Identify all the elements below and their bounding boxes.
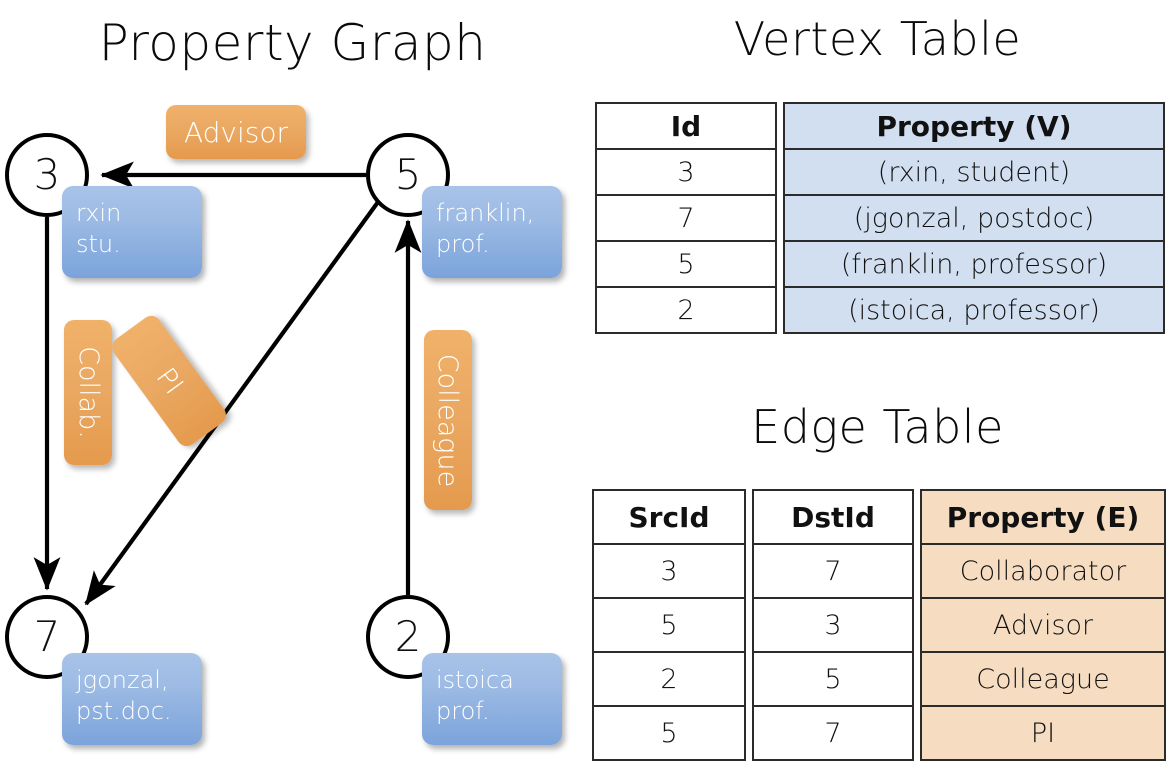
edge-table-cell-srcid: 5: [592, 705, 746, 761]
vertex-property-box-istoica: istoica prof.: [422, 653, 562, 745]
table-row: Colleague: [920, 651, 1166, 707]
table-row: (istoica, professor): [783, 286, 1165, 334]
table-row: 3: [752, 597, 914, 653]
graph-vertex-5-label: 5: [394, 150, 422, 199]
table-row: PI: [920, 705, 1166, 761]
table-row: 2: [595, 286, 777, 334]
table-row: 3: [595, 148, 777, 196]
graph-vertex-7-label: 7: [33, 612, 61, 661]
edge-table-cell-property: Collaborator: [920, 543, 1166, 599]
table-header-row: Property (E): [920, 489, 1166, 545]
table-row: 7: [752, 705, 914, 761]
table-header-row: DstId: [752, 489, 914, 545]
page-title-edge-table: Edge Table: [751, 400, 1004, 454]
table-header-row: SrcId: [592, 489, 746, 545]
vertex-table-id-column: Id 3 7 5 2: [595, 102, 777, 334]
edge-table-cell-property: PI: [920, 705, 1166, 761]
vertex-table-cell-property: (rxin, student): [783, 148, 1165, 196]
vertex-table-cell-id: 2: [595, 286, 777, 334]
table-row: (jgonzal, postdoc): [783, 194, 1165, 242]
table-row: 3: [592, 543, 746, 599]
edge-table-cell-dstid: 3: [752, 597, 914, 653]
table-row: Collaborator: [920, 543, 1166, 599]
vertex-table-cell-id: 5: [595, 240, 777, 288]
vertex-table-cell-property: (franklin, professor): [783, 240, 1165, 288]
edge-label-text-colleague: Colleague: [432, 353, 464, 487]
graph-edge-lines: [33, 161, 422, 606]
edge-table-cell-property: Colleague: [920, 651, 1166, 707]
table-row: 7: [752, 543, 914, 599]
vertex-table-header-property: Property (V): [783, 102, 1165, 150]
property-graph-diagram: 3 5 7 2 rxin stu. franklin, prof. jgonza…: [0, 0, 585, 760]
table-row: 5: [752, 651, 914, 707]
edge-table-cell-srcid: 2: [592, 651, 746, 707]
table-row: (rxin, student): [783, 148, 1165, 196]
edge-table-cell-dstid: 7: [752, 543, 914, 599]
vertex-property-box-rxin: rxin stu.: [62, 186, 202, 278]
table-row: 2: [592, 651, 746, 707]
edge-label-text-collab: Collab.: [72, 346, 104, 439]
edge-table-dstid-column: DstId 7 3 5 7: [752, 489, 914, 761]
edge-label-box-collab: Collab.: [64, 320, 112, 465]
edge-label-box-advisor: Advisor: [166, 105, 306, 159]
edge-table-header-property: Property (E): [920, 489, 1166, 545]
vertex-property-box-jgonzal: jgonzal, pst.doc.: [62, 653, 202, 745]
vertex-table-cell-property: (istoica, professor): [783, 286, 1165, 334]
table-header-row: Id: [595, 102, 777, 150]
edge-table-property-column: Property (E) Collaborator Advisor Collea…: [920, 489, 1166, 761]
edge-label-box-colleague: Colleague: [424, 330, 472, 510]
table-header-row: Property (V): [783, 102, 1165, 150]
table-row: 5: [592, 705, 746, 761]
vertex-table-property-column: Property (V) (rxin, student) (jgonzal, p…: [783, 102, 1165, 334]
edge-table-srcid-column: SrcId 3 5 2 5: [592, 489, 746, 761]
vertex-property-box-franklin: franklin, prof.: [422, 186, 562, 278]
table-row: 5: [592, 597, 746, 653]
edge-table-cell-srcid: 5: [592, 597, 746, 653]
graph-vertex-2-label: 2: [394, 612, 422, 661]
edge-table-header-srcid: SrcId: [592, 489, 746, 545]
vertex-table-cell-id: 7: [595, 194, 777, 242]
vertex-table-header-id: Id: [595, 102, 777, 150]
edge-table-cell-srcid: 3: [592, 543, 746, 599]
page-title-property-graph: Property Graph: [98, 14, 487, 72]
edge-table-cell-dstid: 5: [752, 651, 914, 707]
table-row: (franklin, professor): [783, 240, 1165, 288]
graph-vertex-5[interactable]: 5: [366, 133, 450, 217]
graph-vertex-2[interactable]: 2: [366, 595, 450, 679]
table-row: 7: [595, 194, 777, 242]
table-row: 5: [595, 240, 777, 288]
edge-label-text-pi: PI: [149, 362, 189, 400]
table-row: Advisor: [920, 597, 1166, 653]
vertex-table-cell-id: 3: [595, 148, 777, 196]
edge-table-cell-property: Advisor: [920, 597, 1166, 653]
page-title-vertex-table: Vertex Table: [733, 12, 1022, 66]
edge-table-cell-dstid: 7: [752, 705, 914, 761]
vertex-table-cell-property: (jgonzal, postdoc): [783, 194, 1165, 242]
edge-table-header-dstid: DstId: [752, 489, 914, 545]
graph-vertex-3-label: 3: [33, 150, 61, 199]
edge-line-5-to-7: [84, 200, 380, 606]
edge-label-text-advisor: Advisor: [183, 115, 288, 149]
